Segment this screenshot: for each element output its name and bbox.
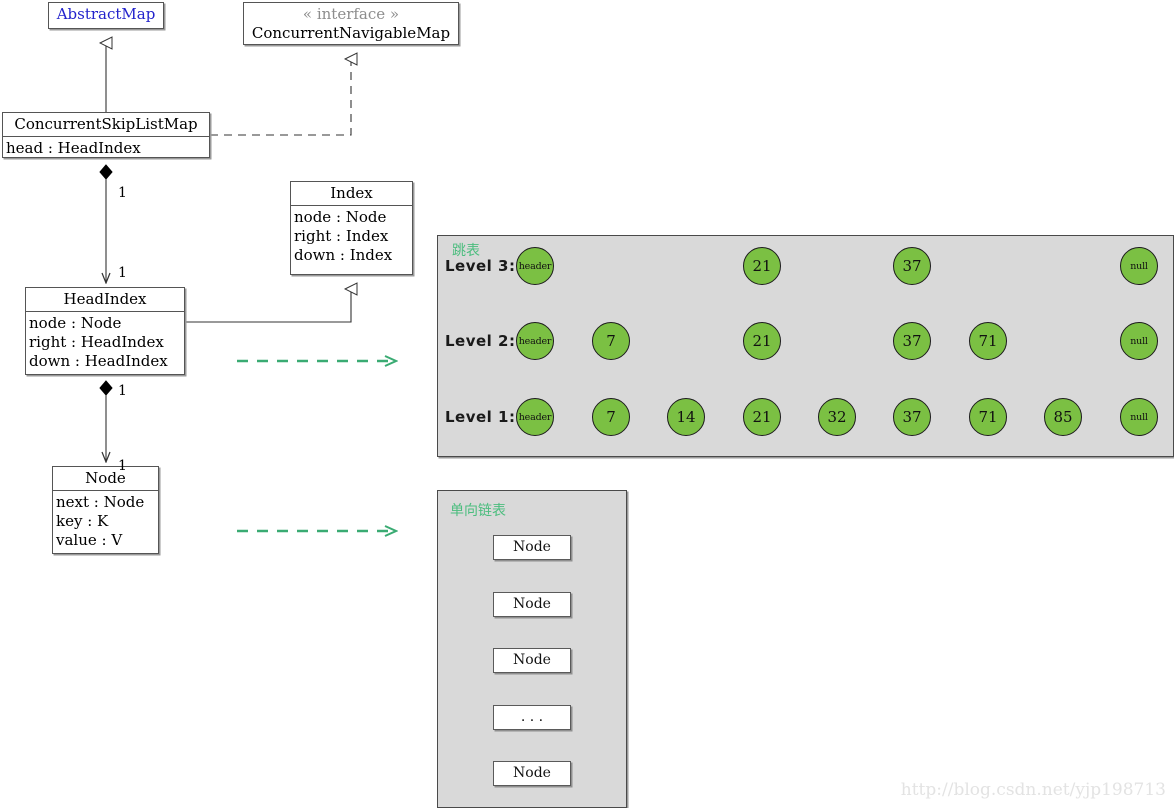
uml-stereotype: « interface » — [302, 5, 400, 23]
uml-class-abstract-map: AbstractMap — [48, 2, 164, 29]
uml-class-name: ConcurrentSkipListMap — [14, 115, 198, 133]
skiplist-node: 32 — [818, 398, 856, 436]
uml-class-title: « interface »ConcurrentNavigableMap — [244, 3, 458, 46]
multiplicity-label: 1 — [118, 383, 127, 399]
uml-attribute-list: head : HeadIndex — [3, 137, 209, 161]
skiplist-node: null — [1120, 247, 1158, 285]
uml-attribute: right : HeadIndex — [29, 333, 164, 351]
skiplist-level-label: Level 3: — [445, 257, 516, 275]
linkedlist-panel-label: 单向链表 — [450, 503, 506, 519]
uml-class-title: HeadIndex — [26, 288, 184, 312]
linkedlist-node: Node — [493, 534, 571, 560]
uml-class-name: Index — [330, 184, 373, 202]
uml-attribute: down : HeadIndex — [29, 352, 168, 370]
uml-class-title: Index — [291, 182, 412, 206]
uml-attribute: value : V — [56, 531, 123, 549]
uml-attribute: key : K — [56, 512, 109, 530]
uml-attribute: down : Index — [294, 246, 393, 264]
uml-attribute: right : Index — [294, 227, 389, 245]
multiplicity-label: 1 — [118, 458, 127, 474]
uml-class-concurrent-skip-list-map: ConcurrentSkipListMap head : HeadIndex — [2, 112, 210, 158]
composition-skiplistmap-headindex — [99, 164, 113, 283]
uml-class-concurrent-navigable-map: « interface »ConcurrentNavigableMap — [243, 2, 459, 45]
multiplicity-label: 1 — [118, 265, 127, 281]
skiplist-node: 85 — [1044, 398, 1082, 436]
skiplist-node: 7 — [592, 398, 630, 436]
skiplist-node: 71 — [969, 398, 1007, 436]
generalization-headindex-index — [185, 289, 351, 323]
linkedlist-node: Node — [493, 760, 571, 786]
uml-class-name: Node — [85, 469, 126, 487]
composition-headindex-node — [99, 380, 113, 462]
uml-class-name: AbstractMap — [56, 5, 156, 23]
linkedlist-node: Node — [493, 647, 571, 673]
uml-attribute: node : Node — [294, 208, 387, 226]
linkedlist-node: Node — [493, 591, 571, 617]
uml-attribute: next : Node — [56, 493, 145, 511]
skiplist-node: 37 — [893, 322, 931, 360]
uml-class-title: Node — [53, 467, 158, 491]
uml-class-name: HeadIndex — [63, 290, 147, 308]
uml-class-title: ConcurrentSkipListMap — [3, 113, 209, 137]
skiplist-node: header — [516, 247, 554, 285]
skiplist-node: null — [1120, 398, 1158, 436]
uml-class-title: AbstractMap — [49, 3, 163, 26]
realization-skiplistmap-navigablemap — [210, 59, 351, 136]
skiplist-node: 21 — [743, 247, 781, 285]
watermark-text: http://blog.csdn.net/yjp198713 — [900, 780, 1166, 800]
uml-class-name: ConcurrentNavigableMap — [251, 24, 451, 42]
skiplist-node: 37 — [893, 247, 931, 285]
skiplist-node: 37 — [893, 398, 931, 436]
skiplist-level-label: Level 1: — [445, 408, 516, 426]
skiplist-node: header — [516, 398, 554, 436]
skiplist-node: null — [1120, 322, 1158, 360]
skiplist-node: header — [516, 322, 554, 360]
uml-attribute: head : HeadIndex — [6, 139, 141, 157]
skiplist-level-label: Level 2: — [445, 332, 516, 350]
skiplist-node: 21 — [743, 398, 781, 436]
skiplist-panel-label: 跳表 — [452, 243, 480, 259]
skiplist-node: 21 — [743, 322, 781, 360]
skiplist-node: 7 — [592, 322, 630, 360]
multiplicity-label: 1 — [118, 185, 127, 201]
linkedlist-node: . . . — [493, 704, 571, 730]
uml-attribute: node : Node — [29, 314, 122, 332]
skiplist-node: 14 — [667, 398, 705, 436]
skiplist-node: 71 — [969, 322, 1007, 360]
